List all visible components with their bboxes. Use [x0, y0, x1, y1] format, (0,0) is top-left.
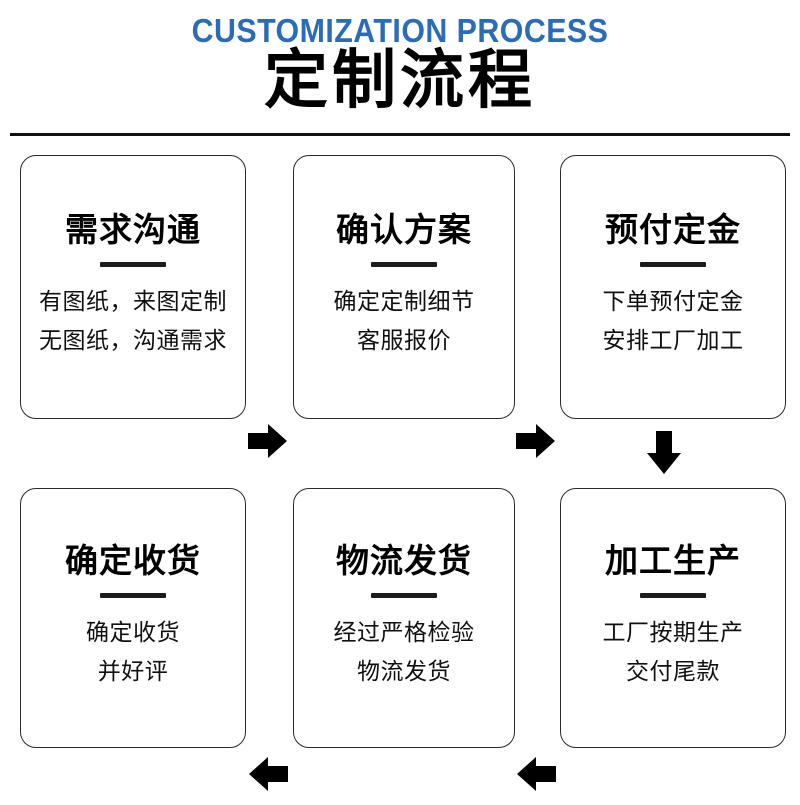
arrow-down-icon [645, 431, 683, 475]
page-title-chinese: 定制流程 [264, 43, 536, 118]
step-detail-line: 客服报价 [357, 328, 451, 355]
step-title-divider [371, 592, 437, 598]
step-title-divider [640, 261, 706, 267]
step-detail-line: 有图纸，来图定制 [39, 288, 227, 315]
process-step-card-4: 加工生产 工厂按期生产 交付尾款 [560, 488, 786, 748]
process-flow-diagram: 需求沟通 有图纸，来图定制 无图纸，沟通需求 确认方案 确定定制细节 客服报价 … [0, 150, 800, 791]
process-step-card-2: 确认方案 确定定制细节 客服报价 [293, 155, 515, 419]
step-title: 确定收货 [65, 541, 201, 581]
arrow-right-icon [516, 422, 556, 460]
process-step-card-6: 确定收货 确定收货 并好评 [20, 488, 246, 748]
arrow-right-icon [248, 422, 288, 460]
step-title: 确认方案 [336, 210, 472, 250]
step-title-divider [100, 261, 166, 267]
step-detail-line: 确定收货 [86, 619, 180, 646]
step-title: 物流发货 [336, 541, 472, 581]
step-title-divider [371, 261, 437, 267]
arrow-left-icon [248, 755, 288, 793]
step-title: 需求沟通 [65, 210, 201, 250]
process-step-card-3: 预付定金 下单预付定金 安排工厂加工 [560, 155, 786, 419]
step-detail-line: 物流发货 [357, 659, 451, 686]
step-title: 加工生产 [605, 541, 741, 581]
arrow-left-icon [516, 755, 556, 793]
process-step-card-1: 需求沟通 有图纸，来图定制 无图纸，沟通需求 [20, 155, 246, 419]
step-detail-line: 确定定制细节 [333, 288, 475, 315]
header-divider [10, 133, 790, 136]
step-title: 预付定金 [605, 210, 741, 250]
step-detail-line: 工厂按期生产 [602, 619, 744, 646]
step-detail-line: 经过严格检验 [333, 619, 475, 646]
process-step-card-5: 物流发货 经过严格检验 物流发货 [293, 488, 515, 748]
step-detail-line: 并好评 [97, 659, 169, 686]
step-title-divider [100, 592, 166, 598]
page-title-english: CUSTOMIZATION PROCESS [191, 12, 609, 49]
step-title-divider [640, 592, 706, 598]
step-detail-line: 交付尾款 [626, 659, 720, 686]
step-detail-line: 安排工厂加工 [602, 328, 744, 355]
page-header: CUSTOMIZATION PROCESS 定制流程 [0, 0, 800, 136]
step-detail-line: 无图纸，沟通需求 [39, 328, 227, 355]
step-detail-line: 下单预付定金 [602, 288, 744, 315]
